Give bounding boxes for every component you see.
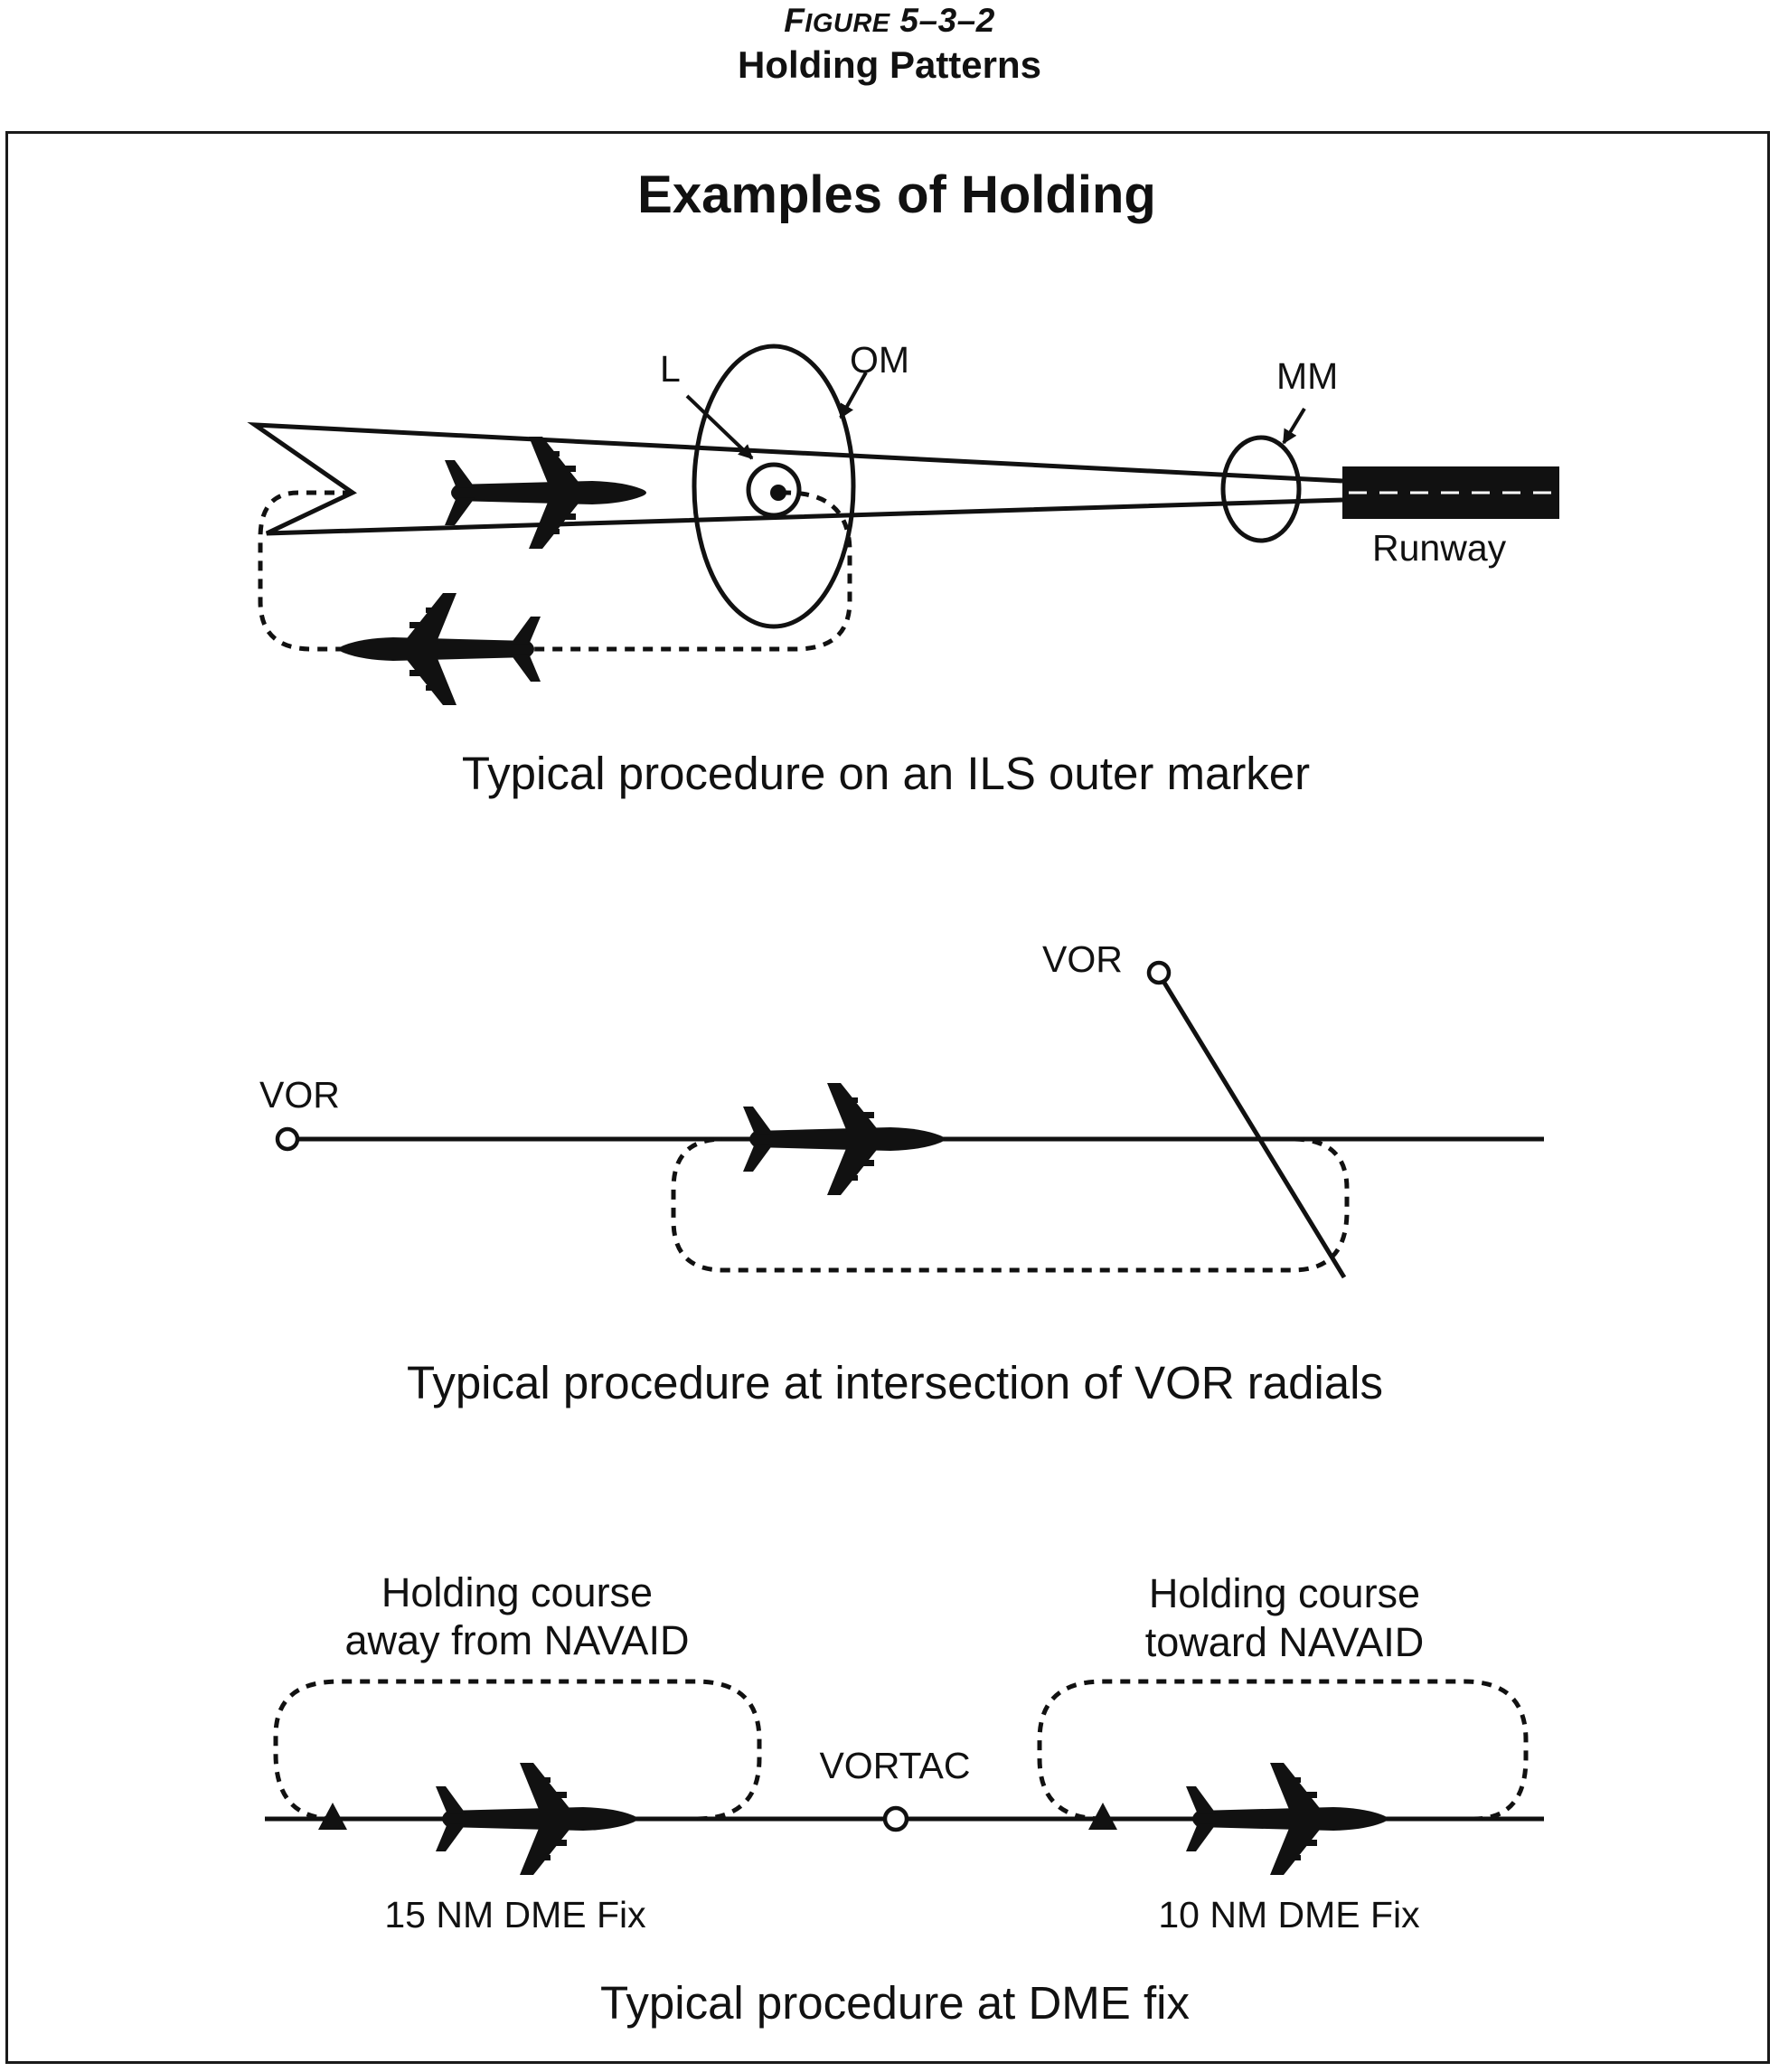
figure-title: Holding Patterns	[737, 43, 1042, 86]
vortac-station-icon	[882, 1805, 909, 1832]
ils-holding-pattern	[258, 490, 852, 652]
airplane-icon	[1186, 1763, 1388, 1875]
dme-fix-triangle-icon	[318, 1803, 347, 1830]
airplane-icon	[339, 593, 541, 705]
label-fix-15: 15 NM DME Fix	[384, 1894, 646, 1935]
vor-station-icon	[275, 1126, 300, 1152]
airplane-icon	[445, 437, 646, 549]
vor-radial-diagonal	[1162, 981, 1347, 1279]
localizer-pointer-arrow	[685, 394, 754, 460]
label-middle-marker: MM	[1276, 355, 1338, 397]
dme-holding-toward	[1037, 1679, 1529, 1822]
caption-vor: Typical procedure at intersection of VOR…	[407, 1357, 1383, 1408]
dme-holding-away	[273, 1679, 762, 1822]
label-toward-line2: toward NAVAID	[1145, 1619, 1424, 1665]
label-runway: Runway	[1372, 527, 1507, 569]
airplane-icon	[743, 1083, 945, 1195]
label-vortac: VORTAC	[819, 1745, 970, 1786]
label-fix-10: 10 NM DME Fix	[1158, 1894, 1420, 1935]
label-vor-left: VOR	[259, 1074, 340, 1116]
airplane-icon	[436, 1763, 637, 1875]
label-away-line2: away from NAVAID	[345, 1617, 690, 1663]
diagram-heading: Examples of Holding	[637, 165, 1156, 224]
localizer-circle	[746, 462, 802, 518]
figure-number: FIGURE 5–3–2	[784, 2, 995, 39]
dme-section: Holding course away from NAVAID Holding …	[265, 1569, 1544, 2029]
vor-section: VOR VOR Typical procedure at intersectio…	[259, 938, 1544, 1408]
outer-marker-ellipse	[692, 344, 856, 629]
diagram-frame	[5, 131, 1770, 2064]
dme-fix-triangle-icon	[1088, 1803, 1117, 1830]
vor-holding-pattern	[671, 1136, 1350, 1273]
label-away-line1: Holding course	[381, 1569, 653, 1615]
caption-ils: Typical procedure on an ILS outer marker	[462, 748, 1310, 799]
middle-marker-ellipse	[1220, 435, 1302, 543]
label-localizer: L	[660, 348, 681, 390]
label-vor-upper: VOR	[1042, 938, 1123, 980]
outer-marker-pointer-arrow	[839, 372, 868, 419]
caption-dme: Typical procedure at DME fix	[600, 1977, 1190, 2029]
label-toward-line1: Holding course	[1149, 1570, 1420, 1616]
ils-section: L OM MM Runway Typical procedure on an I…	[247, 339, 1559, 799]
localizer-dot	[770, 485, 786, 501]
label-outer-marker: OM	[850, 339, 909, 381]
middle-marker-pointer-arrow	[1282, 407, 1306, 445]
vor-station-icon	[1146, 960, 1172, 985]
